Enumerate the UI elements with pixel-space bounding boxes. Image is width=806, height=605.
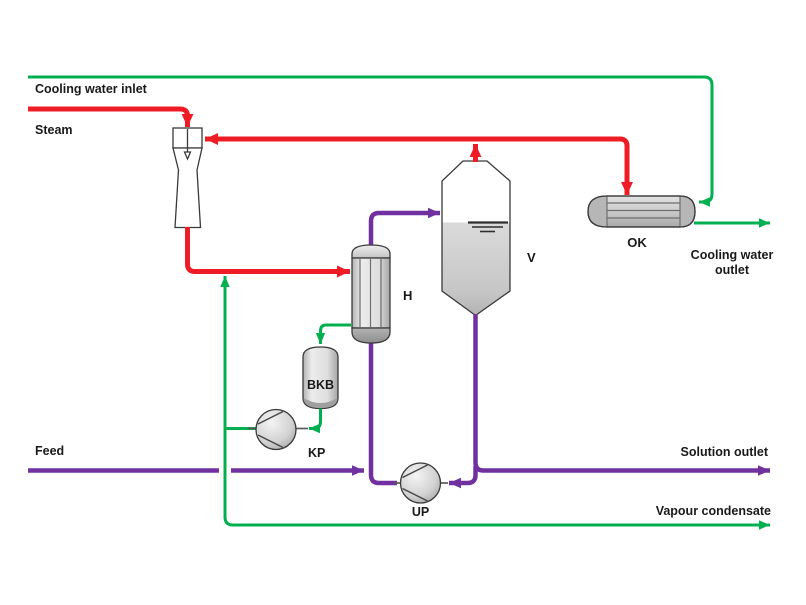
separator-tag: V (527, 250, 536, 265)
heater-bottom-cap (351, 327, 391, 344)
condensate-pump-KP (255, 408, 297, 451)
vapour-header-pipe (205, 133, 633, 195)
feed-label: Feed (35, 444, 64, 458)
circulation-pump-UP (399, 462, 442, 504)
ejector-nozzle-tip (183, 151, 192, 161)
up-pump-suction-pipe (449, 466, 478, 489)
bkb-outlet-pipe (309, 408, 322, 434)
condenser-tube-sheets (606, 196, 681, 227)
cooling-water-inlet-label: Cooling water inlet (35, 82, 148, 96)
solution-outlet-label: Solution outlet (681, 445, 769, 459)
circulation-pipe (368, 207, 440, 486)
vapour-condensate-pipe (223, 428, 770, 530)
separator-liquid (442, 222, 510, 316)
cooling-water-outlet-label-line1: Cooling water (691, 248, 774, 262)
steam-supply-pipe (28, 106, 194, 127)
ejector-discharge-pipe (185, 227, 350, 278)
condensate-vessel-tag: BKB (307, 378, 334, 392)
heater-drain-pipe (315, 323, 351, 344)
heater-H (351, 244, 391, 344)
ejector-diffuser (172, 147, 203, 229)
liquid-level-marks (468, 221, 508, 233)
kp-impeller-chords (257, 410, 284, 449)
separator-V (441, 160, 511, 317)
steam-label: Steam (35, 123, 73, 137)
condenser-left-cap (588, 196, 607, 227)
circulation-pump-tag: UP (412, 505, 429, 519)
condenser-outline (587, 195, 696, 228)
condenser-right-cap (680, 196, 695, 227)
heater-tube-lines (359, 259, 382, 327)
condenser-tag: OK (627, 235, 647, 250)
heater-tag: H (403, 288, 412, 303)
bkb-shell (302, 346, 339, 410)
thermocompressor-ejector (172, 127, 203, 229)
cooling-water-inlet-pipe (28, 75, 714, 207)
bkb-bottom-shade (303, 398, 338, 408)
condenser-tube-lines (607, 202, 680, 219)
heater-top-cap (351, 244, 391, 259)
condensate-vessel-BKB (302, 346, 339, 410)
condenser-OK (587, 195, 696, 228)
up-impeller-chords (402, 464, 428, 502)
condensate-pump-tag: KP (308, 446, 325, 460)
cooling-water-outlet-label-line2: outlet (715, 263, 750, 277)
vapour-condensate-label: Vapour condensate (656, 504, 771, 518)
